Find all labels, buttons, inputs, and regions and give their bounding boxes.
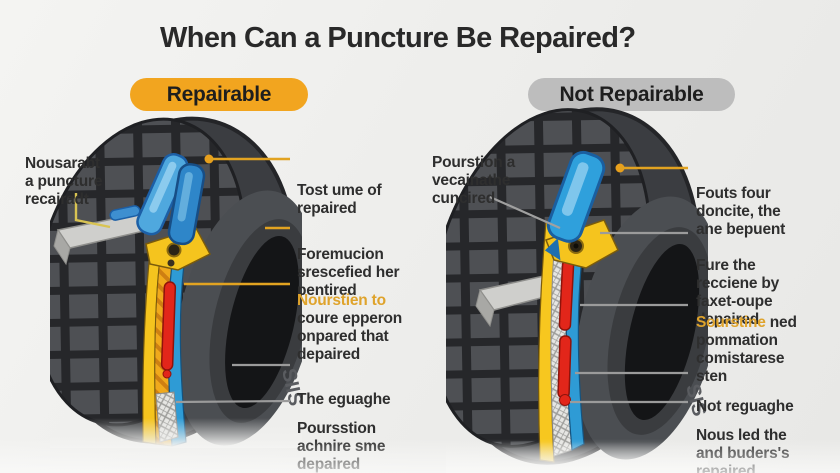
damage-strip-red: [558, 259, 575, 331]
callout-text: The eguaghe: [297, 391, 391, 408]
bottom-fade: [446, 442, 708, 473]
callout-label: The eguaghe: [297, 355, 421, 427]
cutaway-section: [538, 219, 619, 463]
tire-sidewall: [175, 190, 302, 446]
cord-mesh-long: [550, 249, 573, 457]
callout-highlight: Sourstine: [696, 314, 766, 331]
intro-label-text: Nousarabt a puncture recairadt: [25, 155, 103, 208]
puncture-hole-center: [573, 243, 579, 249]
tire-sidewall: [575, 196, 708, 460]
callout-text: Fouts four doncite, the ane bepuent: [696, 185, 786, 238]
body-ply-yellow: [142, 250, 161, 445]
callout-text: Nous led the and buders's repaired: [696, 427, 790, 473]
callout-label: Fouts four doncite, the ane bepuent: [696, 149, 838, 257]
callout-highlight: Nourstien to: [297, 292, 386, 309]
belt-layer-hatched: [154, 257, 173, 447]
intro-label-text: Pourstion a vecainathe cuncired: [432, 154, 516, 207]
callout-label: Fure the recciene by faxet-oupe depaired: [696, 221, 838, 347]
callout-dot: [204, 154, 214, 164]
tire-inner-hole: [624, 244, 700, 420]
callout-text: Fure the recciene by faxet-oupe depaired: [696, 257, 780, 328]
puncture-hole: [568, 238, 584, 254]
callout-text: Not reguaghe: [696, 398, 794, 415]
callout-label: Nourstien to coure epperon onpared that …: [297, 274, 421, 382]
plug-tip: [559, 394, 571, 406]
callout-text: Foremucion srescefied her pentired: [297, 246, 400, 299]
tire-inner-ring: [209, 219, 302, 423]
rim-flange: [475, 271, 574, 328]
inner-liner-blue: [167, 263, 187, 447]
damage-strip-red-2: [557, 335, 572, 399]
callout-dot: [615, 163, 625, 173]
plug-insert-tool-icon: [167, 163, 206, 246]
rubber-plug-red: [160, 281, 177, 371]
cord-mesh: [155, 391, 179, 443]
callout-label: Not reguaghe: [696, 362, 838, 434]
repair-patch: [145, 227, 212, 271]
badge-not-repairable: Not Repairable: [528, 78, 735, 111]
callout-label: Foremucion srescefied her pentired: [297, 210, 421, 318]
plug-tip: [162, 369, 172, 379]
callout-label: Sourstine ned pommation comistarese sten: [696, 296, 838, 404]
cutaway-section: [142, 227, 212, 447]
callout-text: Tost ume of repaired: [297, 182, 382, 217]
intro-label-repairable: Nousarabt a puncture recairadt: [25, 137, 130, 227]
callout-label: Nous led the and buders's repaired: [696, 391, 838, 473]
tire-inner-hole: [225, 235, 299, 409]
repair-tool-icon: [136, 153, 189, 236]
body-ply-yellow: [538, 220, 559, 463]
callout-text: Poursstion achnire sme depaired: [297, 420, 386, 473]
intro-label-not-repairable: Pourstion a vecainathe cuncired: [432, 136, 552, 226]
page-title: When Can a Puncture Be Repaired?: [160, 22, 636, 54]
callout-text: coure epperon onpared that depaired: [297, 310, 403, 363]
inner-liner-blue: [565, 255, 585, 451]
repair-patch: [545, 219, 619, 269]
puncture-hole-small: [167, 259, 175, 267]
callout-label: Poursstion achnire sme depaired: [297, 384, 421, 473]
callout-line: [175, 399, 291, 404]
bottom-fade: [50, 418, 302, 448]
puncture-hole: [166, 242, 182, 258]
tire-inner-ring: [607, 227, 708, 435]
callout-highlight-suffix: ned: [765, 314, 797, 331]
callout-label: Tost ume of repaired: [297, 146, 417, 236]
callout-text: pommation comistarese sten: [696, 332, 785, 385]
badge-repairable: Repairable: [130, 78, 308, 111]
